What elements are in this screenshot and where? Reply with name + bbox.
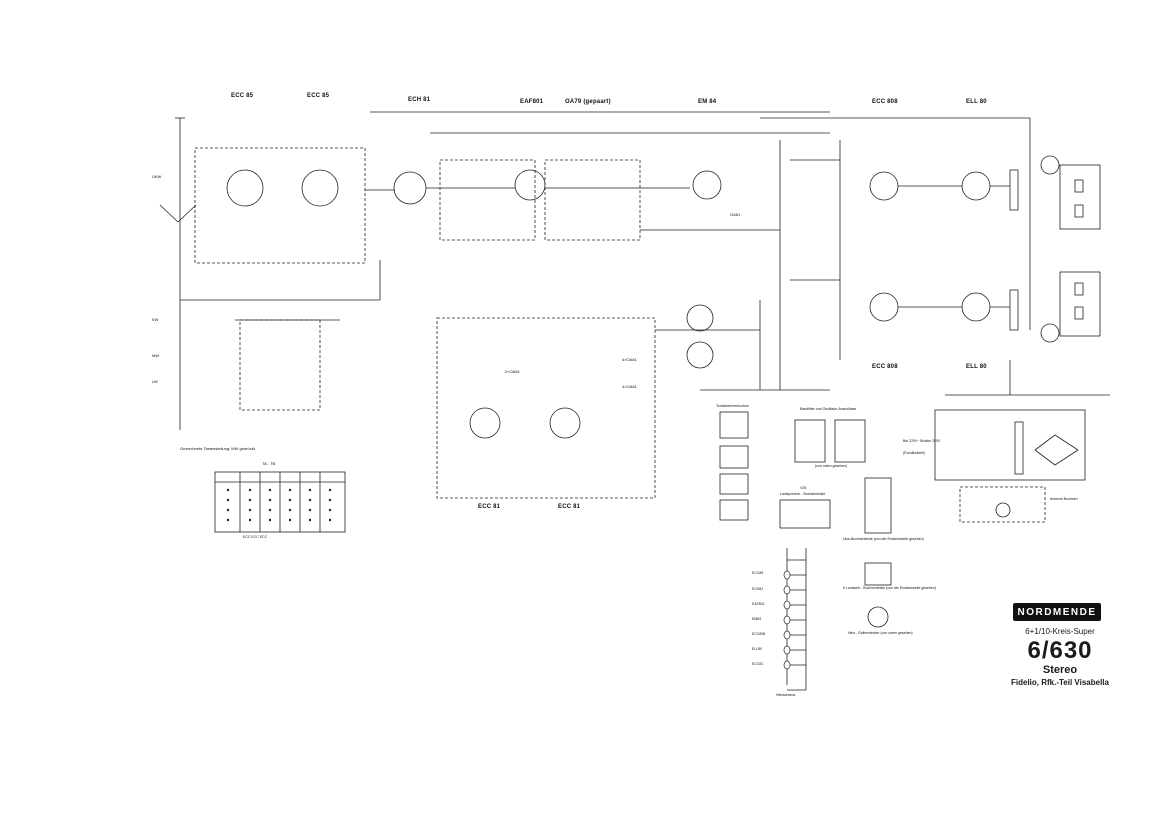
label-heizschema: Heizschema	[776, 693, 796, 697]
tube-label-ecc81-a: ECC 81	[478, 504, 501, 510]
heater-item: ELL80	[752, 647, 763, 651]
brand-logo: NORDMENDE	[1013, 603, 1101, 621]
tube-label-ecc808-bottom: ECC 808	[872, 364, 898, 370]
label-lautsprecher: Lautsprecher - Buchsenleiste	[780, 492, 826, 496]
label-netz-volt: Bei 220V~ Brücke 220V	[903, 439, 941, 443]
switch-tube-row: ECC ECC ECC	[243, 535, 268, 539]
label-von-unten: (von unten gesehen)	[815, 464, 848, 468]
heater-item: ECC81	[752, 662, 764, 666]
label-rundfunk: (Rundfunkteil)	[903, 451, 925, 455]
heater-item: EAF801	[752, 602, 765, 606]
diode-label-d: OA81	[730, 212, 741, 217]
circuit-type: 6+1/10-Kreis-Super	[1025, 627, 1095, 636]
tube-label-ecc85-a: ECC 85	[231, 93, 254, 99]
tube-label-ell80-top: ELL 80	[966, 99, 987, 105]
band-label-lw: LW	[152, 379, 158, 384]
tube-label-ecc808-top: ECC 808	[872, 99, 898, 105]
model-number: 6/630	[1027, 637, 1093, 664]
tube-label-eaf801: EAF801	[520, 99, 544, 105]
stereo-label: Stereo	[1042, 664, 1078, 676]
tube-label-ecc85-b: ECC 85	[307, 93, 330, 99]
tube-label-ecc81-b: ECC 81	[558, 504, 581, 510]
diode-label-b: 4×OA81	[622, 357, 637, 362]
label-v25: V25	[800, 486, 807, 490]
label-antenne: Antenne Buchsen	[1050, 497, 1078, 501]
ta-tb-label: TA - TB	[262, 461, 276, 466]
heater-item: ECH81	[752, 587, 764, 591]
band-label-mw: MW	[152, 353, 160, 358]
label-lautwerk: II Laufwerk - Buchsenleiste (von der Ein…	[843, 586, 936, 590]
band-label-kw: KW	[152, 317, 159, 322]
tube-label-em84: EM 84	[698, 99, 717, 105]
label-tonabnehmer: Tonabnehmerbuchse	[716, 404, 749, 408]
tube-label-ell80-bottom: ELL 80	[966, 364, 987, 370]
label-bandfilter: Bandfilter und Oszillator-Anschlüsse	[800, 407, 857, 411]
diode-label-c: 4×OA81	[622, 384, 637, 389]
switch-note: Gezeichnete Tastenstellung: MW gedrückt	[180, 446, 255, 451]
tube-label-ech81: ECH 81	[408, 97, 431, 103]
heater-item: EM84	[752, 617, 762, 621]
model-variant: Fidelio, Rfk.-Teil Visabella	[1011, 678, 1109, 687]
brand-title-block: NORDMENDE 6+1/10-Kreis-Super 6/630 Stere…	[975, 601, 1145, 691]
label-ukw-buchse: Ukw-Buchsenleiste (von der Einsteckseite…	[843, 537, 924, 541]
band-label-ukw: UKW	[152, 174, 162, 179]
tube-label-oa79: OA79 (gepaart)	[565, 99, 611, 105]
heater-item: ECC808	[752, 632, 766, 636]
heater-item: ECC85	[752, 571, 764, 575]
label-netz: Netz - Rollenstecker (von unten gesehen)	[848, 631, 913, 635]
diode-label-a: 2×OA81	[505, 369, 520, 374]
